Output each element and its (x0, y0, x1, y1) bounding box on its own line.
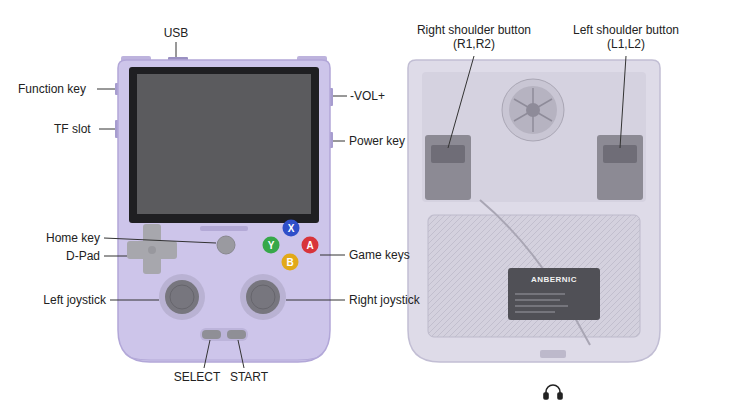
headphone-icon (544, 385, 562, 399)
joystick-grip (251, 285, 275, 309)
left-joystick (165, 280, 199, 314)
right-joystick (246, 280, 280, 314)
fan-housing (502, 79, 564, 141)
screen-bezel (129, 67, 319, 223)
speaker-grill (200, 226, 248, 231)
part-label: Right joystick (349, 293, 420, 307)
housing-edge (124, 352, 324, 360)
select-button (202, 330, 221, 339)
shoulder-block-right (425, 135, 471, 200)
button-letter: Y (268, 240, 275, 251)
a-button (302, 237, 319, 254)
joystick-grip (170, 285, 194, 309)
part-label: Power key (349, 134, 405, 148)
b-button (282, 254, 299, 271)
left-joystick-ring (159, 274, 205, 320)
part-label: Home key (46, 231, 100, 245)
home-button (217, 236, 235, 254)
button-letter: B (286, 257, 293, 268)
part-label: -VOL+ (350, 89, 385, 103)
part-label: Right shoulder button (R1,R2) (404, 23, 544, 51)
front-view (115, 56, 333, 362)
screen (137, 74, 311, 214)
part-label: Function key (18, 82, 86, 96)
fan (509, 86, 557, 134)
internal-frame (422, 72, 646, 202)
fan-hub (526, 103, 540, 117)
part-label: Game keys (349, 248, 410, 262)
part-label: Left shoulder button (L1,L2) (556, 23, 696, 51)
leader-lines (97, 42, 626, 368)
back-housing (408, 60, 660, 362)
back-view (408, 60, 660, 362)
button-letter: X (288, 223, 295, 234)
x-button (283, 220, 300, 237)
port-label: USB (164, 26, 189, 40)
d-pad (127, 224, 177, 274)
part-label: Left joystick (43, 293, 106, 307)
start-button (227, 330, 246, 339)
part-label: TF slot (54, 122, 91, 136)
battery (428, 215, 640, 337)
right-joystick-ring (240, 274, 286, 320)
part-label: D-Pad (66, 249, 100, 263)
info-sticker (508, 268, 600, 320)
y-button (263, 237, 280, 254)
front-housing (118, 60, 330, 362)
brand-name: ANBERNIC (531, 275, 577, 285)
headphone-jack (540, 350, 566, 358)
button-well (200, 328, 248, 341)
part-label: SELECT (174, 370, 221, 384)
button-letter: A (306, 240, 313, 251)
part-label: START (230, 370, 268, 384)
